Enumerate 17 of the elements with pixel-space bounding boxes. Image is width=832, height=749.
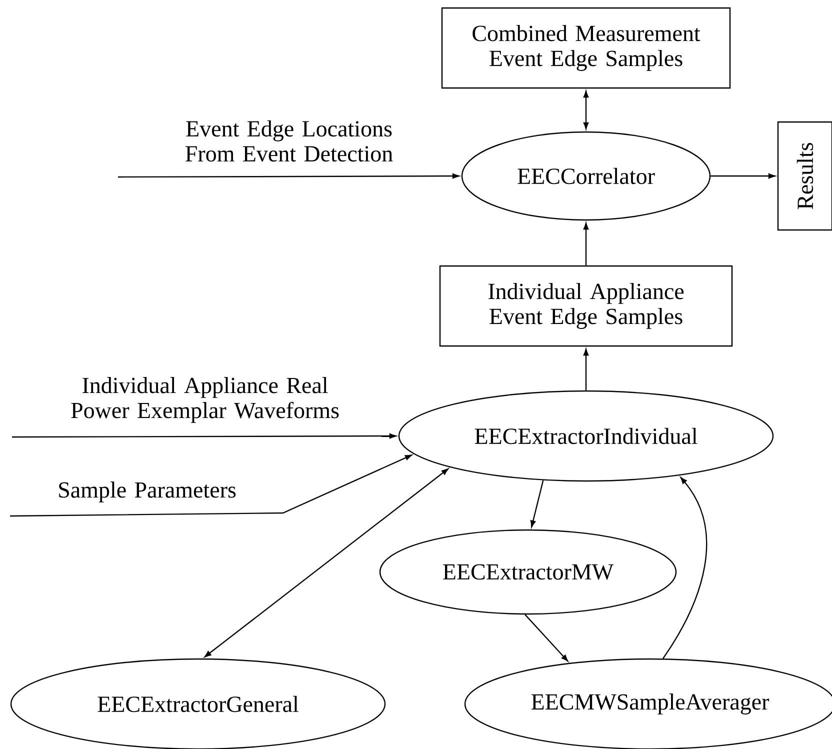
arrow [583,222,589,266]
results-box: Results [777,121,832,231]
edge-label: Individual Appliance Real Power Exemplar Waveforms [71,377,339,423]
data-box: Individual Appliance Event Edge Samples [439,265,733,347]
edge-label: Event Edge Locations From Event Detection [186,120,393,162]
data-box: Combined Measurement Event Edge Samples [441,7,731,89]
arrow [530,480,544,528]
arrow [710,173,776,179]
arrow [12,433,396,439]
edge-label: Sample Parameters [59,482,236,502]
arrow [662,477,707,659]
arrow [10,454,412,517]
arrow [524,614,568,662]
arrow [118,173,460,179]
arrow [583,348,589,390]
arrow [204,468,448,658]
arrow [583,90,589,130]
